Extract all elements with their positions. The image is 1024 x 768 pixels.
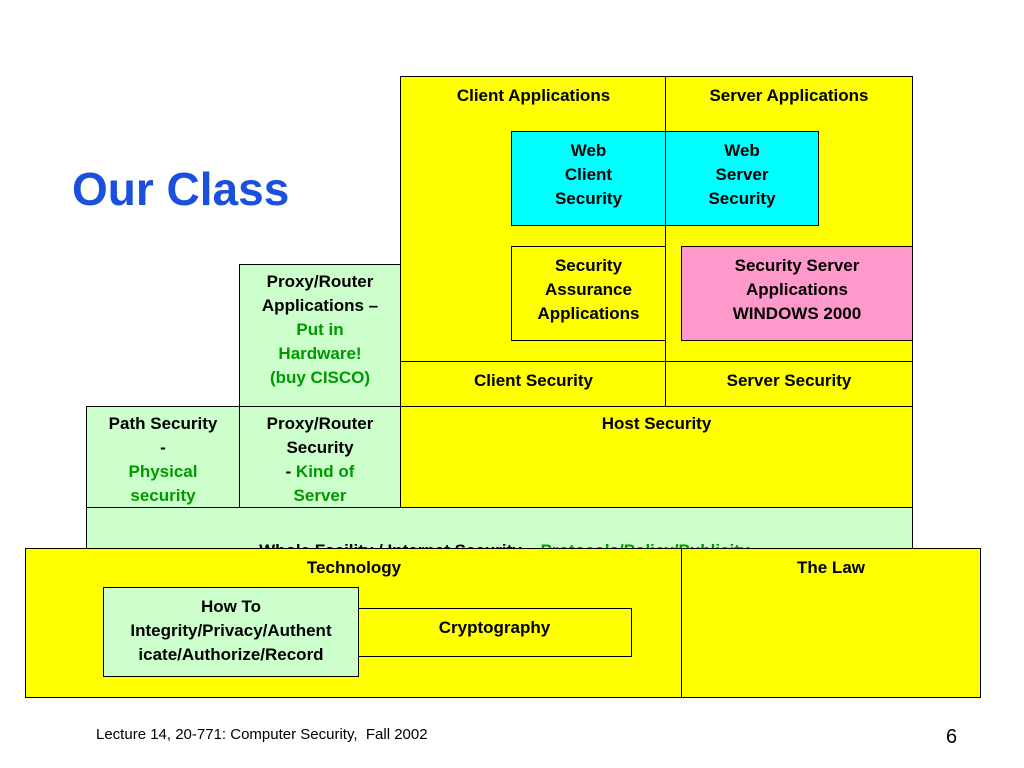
security-server-line-1: Security Server <box>734 256 860 275</box>
path-security-box: Path Security - Physical security <box>86 406 240 508</box>
applications-divider <box>665 77 666 406</box>
web-client-security-box: Web Client Security <box>511 131 666 226</box>
web-client-line-1: Web <box>570 141 607 160</box>
client-security-label: Client Security <box>473 371 594 390</box>
proxy-apps-highlight-1: Put in <box>296 320 344 339</box>
server-security-label: Server Security <box>726 371 852 390</box>
host-security-box: Host Security <box>400 406 913 508</box>
slide-footer: Lecture 14, 20-771: Computer Security, F… <box>96 726 428 743</box>
proxy-apps-line-2: Applications – <box>261 296 379 315</box>
security-server-applications-box: Security Server Applications WINDOWS 200… <box>681 246 913 341</box>
web-server-line-2: Server <box>715 165 769 184</box>
proxy-security-highlight-1: Server <box>293 486 347 505</box>
how-to-box: How To Integrity/Privacy/Authent icate/A… <box>103 587 359 677</box>
the-law-header: The Law <box>796 558 865 577</box>
web-client-line-2: Client <box>564 165 613 184</box>
proxy-security-line-3: - Kind of <box>240 460 400 484</box>
technology-law-divider <box>681 549 682 697</box>
proxy-security-line-2: Security <box>286 438 354 457</box>
proxy-router-applications-box: Proxy/Router Applications – Put in Hardw… <box>239 264 401 407</box>
slide-title: Our Class <box>72 163 290 215</box>
proxy-router-security-box: Proxy/Router Security - Kind of Server <box>239 406 401 508</box>
proxy-security-line-1: Proxy/Router <box>266 414 374 433</box>
whole-facility-box: Whole Facility / Internet Security – Pro… <box>86 507 913 560</box>
how-to-line-1: How To <box>200 597 262 616</box>
security-server-line-3: WINDOWS 2000 <box>732 304 862 323</box>
security-row-divider <box>401 361 912 362</box>
security-assurance-line-2: Assurance <box>545 280 632 299</box>
technology-header: Technology <box>306 558 402 577</box>
proxy-apps-line-1: Proxy/Router <box>266 272 374 291</box>
security-assurance-line-1: Security <box>554 256 623 275</box>
web-server-line-1: Web <box>724 141 760 160</box>
applications-block: Client Applications Server Applications … <box>400 76 913 407</box>
proxy-apps-highlight-2: Hardware! <box>278 344 362 363</box>
security-server-line-2: Applications <box>745 280 848 299</box>
web-server-line-3: Security <box>708 189 776 208</box>
cryptography-box: Cryptography <box>357 608 632 657</box>
proxy-security-highlight-inline: Kind of <box>295 462 355 481</box>
path-security-line-1: Path Security <box>108 414 218 433</box>
how-to-line-2: Integrity/Privacy/Authent <box>130 621 332 640</box>
proxy-apps-highlight-3: (buy CISCO) <box>269 368 371 387</box>
client-applications-header: Client Applications <box>456 86 611 105</box>
page-number: 6 <box>946 726 958 748</box>
web-server-security-box: Web Server Security <box>665 131 819 226</box>
how-to-line-3: icate/Authorize/Record <box>138 645 324 664</box>
path-security-highlight-1: Physical <box>128 462 198 481</box>
host-security-label: Host Security <box>601 414 712 433</box>
path-security-highlight-2: security <box>130 486 196 505</box>
cryptography-label: Cryptography <box>438 618 551 637</box>
security-assurance-line-3: Applications <box>537 304 640 323</box>
server-applications-header: Server Applications <box>709 86 869 105</box>
path-security-line-2: - <box>160 438 166 457</box>
web-client-line-3: Security <box>554 189 623 208</box>
proxy-security-prefix: - <box>285 462 296 481</box>
security-assurance-box: Security Assurance Applications <box>511 246 666 341</box>
